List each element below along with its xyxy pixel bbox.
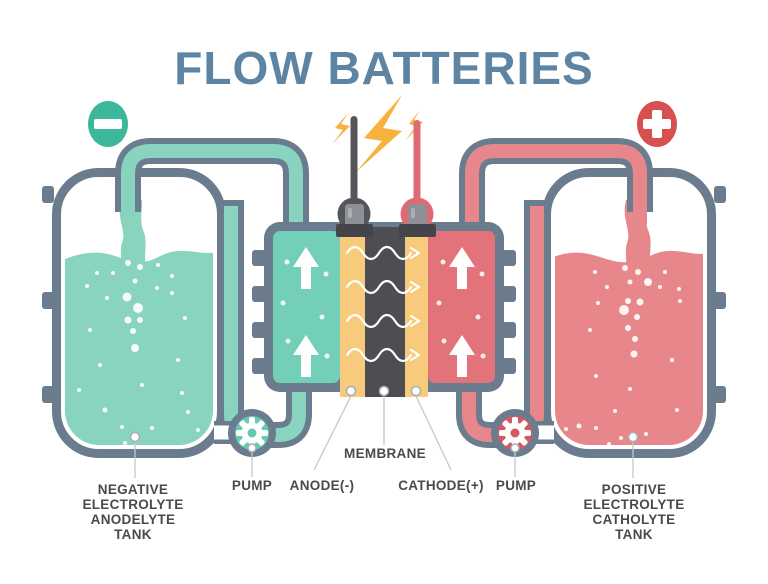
right-tank <box>534 168 726 458</box>
label-anode: ANODE(-) <box>290 478 355 493</box>
leader-lines <box>129 395 639 478</box>
tank-outlet-stubs <box>214 421 554 444</box>
positive-badge <box>637 101 677 147</box>
label-pump-right: PUMP <box>496 478 536 493</box>
cell-tabs <box>252 250 516 374</box>
svg-text:ELECTROLYTE: ELECTROLYTE <box>82 497 183 512</box>
ion-exchange-wavy-arrows <box>345 245 421 363</box>
negative-terminal <box>336 116 373 237</box>
up-arrow-icons <box>293 247 475 377</box>
gear-icon <box>236 417 268 449</box>
cell-stack <box>252 222 516 397</box>
negative-half-cell <box>273 231 340 383</box>
label-left-tank: NEGATIVE ELECTROLYTE ANODELYTE TANK <box>82 482 183 542</box>
positive-half-cell <box>428 231 495 383</box>
left-tank-bubbles <box>77 260 200 445</box>
membrane-column <box>365 227 405 397</box>
left-pump <box>228 409 276 457</box>
label-cathode: CATHODE(+) <box>398 478 484 493</box>
lightning-bolt-icon <box>332 95 423 172</box>
right-pump <box>491 409 539 457</box>
svg-text:NEGATIVE: NEGATIVE <box>98 482 168 497</box>
label-pump-left: PUMP <box>232 478 272 493</box>
half-cell-dots <box>280 259 486 359</box>
left-tank <box>42 168 234 458</box>
positive-electrolyte-liquid <box>555 250 703 445</box>
svg-text:CATHOLYTE: CATHOLYTE <box>593 512 676 527</box>
negative-badge <box>88 101 128 147</box>
anode-column <box>340 227 365 397</box>
positive-terminal <box>399 120 436 237</box>
page-title: FLOW BATTERIES <box>174 42 593 94</box>
negative-electrolyte-liquid <box>65 250 213 445</box>
svg-text:POSITIVE: POSITIVE <box>602 482 667 497</box>
label-membrane: MEMBRANE <box>344 446 426 461</box>
svg-text:ELECTROLYTE: ELECTROLYTE <box>583 497 684 512</box>
label-right-tank: POSITIVE ELECTROLYTE CATHOLYTE TANK <box>583 482 684 542</box>
svg-text:ANODELYTE: ANODELYTE <box>91 512 176 527</box>
svg-text:TANK: TANK <box>114 527 152 542</box>
svg-text:TANK: TANK <box>615 527 653 542</box>
gear-icon <box>499 417 531 449</box>
